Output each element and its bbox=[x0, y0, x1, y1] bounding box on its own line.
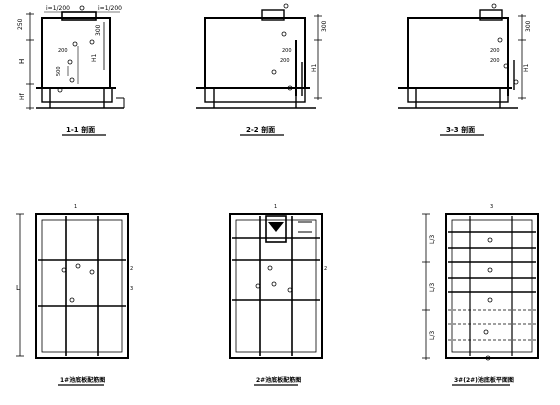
dim-H1: H1 bbox=[523, 63, 530, 72]
slope-left: i=1/200 bbox=[46, 5, 70, 12]
dim-200: 200 bbox=[58, 48, 68, 54]
section-2-2: 300 H1 200 200 2-2 剖面 bbox=[196, 3, 328, 136]
dim-200-a: 200 bbox=[282, 48, 292, 54]
dim-500: 500 bbox=[56, 66, 62, 76]
dim-L3-b: L/3 bbox=[429, 283, 436, 292]
plan-title: 3#(2#)池底板平面图 bbox=[454, 376, 514, 384]
slope-right: i=1/200 bbox=[98, 5, 122, 12]
mark-1: 1 bbox=[74, 204, 77, 210]
plan-2: 1 2 2#池底板配筋图 bbox=[229, 204, 327, 386]
mark-1: 1 bbox=[274, 204, 277, 210]
mark-2: 2 bbox=[130, 266, 133, 272]
section-title: 1-1 剖面 bbox=[66, 125, 95, 134]
plan-title: 2#池底板配筋图 bbox=[256, 376, 301, 384]
section-title: 2-2 剖面 bbox=[246, 125, 275, 134]
mark-3: 3 bbox=[490, 204, 493, 210]
dim-H1: H1 bbox=[311, 63, 318, 72]
dim-200-a: 200 bbox=[490, 48, 500, 54]
section-1-1: 250 H Hf i=1/200 i=1/200 300 H1 200 500 bbox=[17, 5, 125, 136]
dim-L3-a: L/3 bbox=[429, 235, 436, 244]
dim-200-b: 200 bbox=[490, 58, 500, 64]
dim-H: H bbox=[18, 59, 26, 64]
dim-L3-c: L/3 bbox=[429, 331, 436, 340]
dim-L: L bbox=[16, 284, 20, 292]
mark-2: 2 bbox=[324, 266, 327, 272]
dim-Hf: Hf bbox=[19, 92, 26, 100]
mark-3: 3 bbox=[130, 286, 133, 292]
dim-300: 300 bbox=[525, 20, 532, 32]
plan-3: L/3 L/3 L/3 3 3#(2#)池底板平面图 bbox=[422, 204, 539, 386]
plan-title: 1#池底板配筋图 bbox=[60, 376, 105, 384]
section-3-3: 300 H1 200 200 3-3 剖面 bbox=[398, 3, 532, 136]
dim-300: 300 bbox=[95, 24, 102, 36]
dim-H1: H1 bbox=[91, 53, 98, 62]
dim-300: 300 bbox=[321, 20, 328, 32]
section-title: 3-3 剖面 bbox=[446, 125, 475, 134]
dim-200-b: 200 bbox=[280, 58, 290, 64]
dim-250: 250 bbox=[17, 18, 24, 30]
plan-1: L 1 2 3 1#池底板配筋图 bbox=[16, 204, 133, 386]
